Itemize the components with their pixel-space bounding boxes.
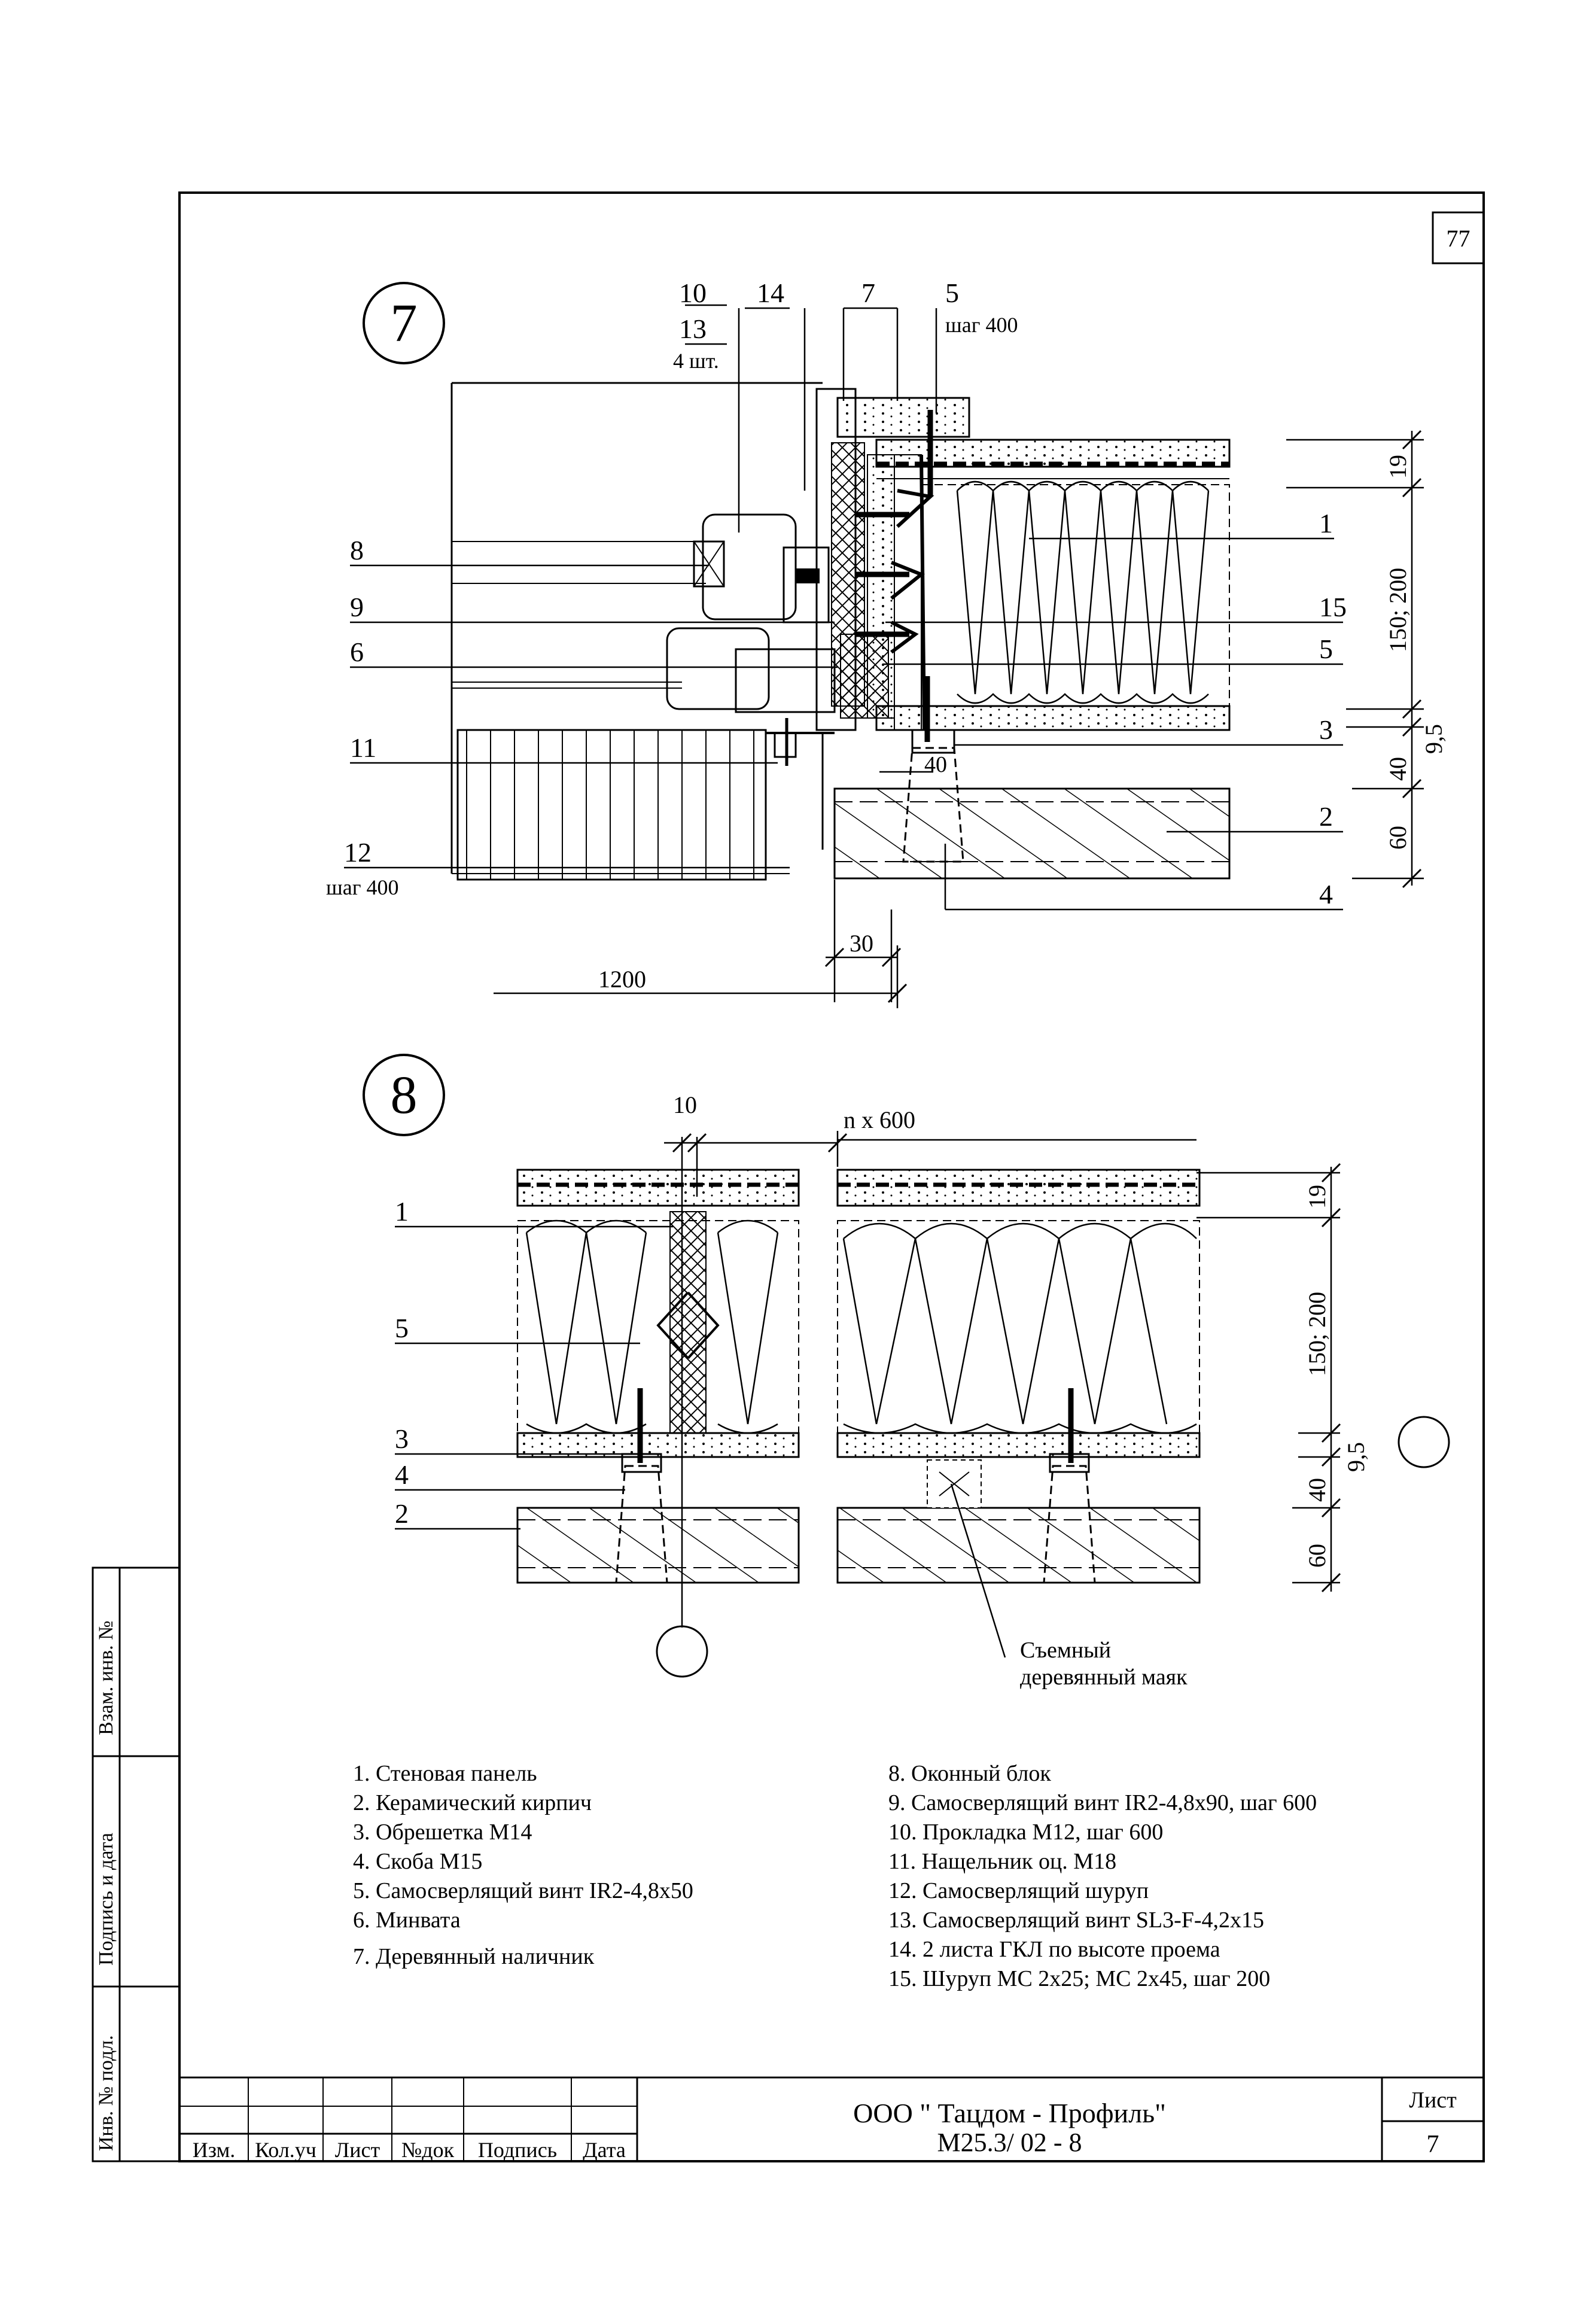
detail-8-number: 8 — [391, 1066, 418, 1125]
legend-left: 1. Стеновая панель 2. Керамический кирпи… — [353, 1759, 693, 1972]
callout-8-4: 4 — [395, 1459, 409, 1490]
beacon-label-line2: деревянный маяк — [1020, 1665, 1188, 1690]
dim-8-150-200: 150; 200 — [1304, 1292, 1331, 1376]
sheet-label: Лист — [1409, 2088, 1457, 2113]
legend-item: 9. Самосверлящий винт IR2-4,8х90, шаг 60… — [888, 1790, 1317, 1815]
dim-7-60: 60 — [1384, 826, 1411, 850]
callout-2: 2 — [1319, 801, 1333, 832]
stamp-vzam-inv: Взам. инв. № — [95, 1620, 117, 1735]
detail-8 — [363, 1054, 1450, 1678]
legend-item: 15. Шуруп МС 2х25; МС 2х45, шаг 200 — [888, 1966, 1271, 1991]
sheet-number: 7 — [1426, 2131, 1439, 2158]
callout-9: 9 — [350, 592, 364, 622]
detail-7-brick — [833, 787, 1231, 880]
detail-8-panel-right — [836, 1169, 1201, 1584]
callout-14: 14 — [757, 278, 784, 308]
detail-8-panel-left — [516, 1169, 800, 1584]
detail-8-axis-marker-bottom — [656, 1625, 708, 1678]
corner-sheet-number: 77 — [1446, 225, 1470, 252]
company-name: ООО " Тацдом - Профиль" — [853, 2098, 1166, 2128]
callout-8-3: 3 — [395, 1423, 409, 1454]
tb-header-data: Дата — [583, 2138, 626, 2162]
callout-12: 12 — [344, 837, 372, 868]
callout-8-5: 5 — [395, 1313, 409, 1343]
tb-header-ndok: №док — [401, 2138, 455, 2162]
legend-item: 10. Прокладка М12, шаг 600 — [888, 1820, 1164, 1845]
callout-5-step: шаг 400 — [945, 313, 1018, 337]
callout-8: 8 — [350, 535, 364, 565]
callout-5-right: 5 — [1319, 634, 1333, 664]
detail-7-flashing — [456, 729, 767, 881]
callout-10: 10 — [679, 278, 707, 308]
detail-8-labels: 8 10 n x 600 1 5 3 4 2 19 150; 200 9,5 4… — [391, 1066, 1370, 1690]
callout-15: 15 — [1319, 592, 1347, 622]
legend-item: 11. Нащельник оц. М18 — [888, 1849, 1117, 1874]
dim-7-1200: 1200 — [598, 966, 646, 993]
callout-8-2: 2 — [395, 1498, 409, 1529]
callout-13-qty: 4 шт. — [673, 349, 719, 373]
callout-1: 1 — [1319, 508, 1333, 539]
legend-item: 12. Самосверлящий шуруп — [888, 1878, 1149, 1903]
side-stamp-labels: Инв. № подл. Подпись и дата Взам. инв. № — [95, 1620, 117, 2151]
detail-7-leaders — [344, 304, 1343, 911]
legend-item: 13. Самосверлящий винт SL3-F-4,2х15 — [888, 1908, 1265, 1933]
detail-7-labels: 7 10 13 4 шт. 14 7 5 шаг 400 8 9 6 11 12… — [326, 278, 1447, 993]
dim-8-60: 60 — [1304, 1544, 1331, 1568]
detail-8-axis-marker-right — [1398, 1416, 1450, 1468]
tb-header-kol-uch: Кол.уч — [255, 2138, 316, 2162]
dim-8-n-x-600: n x 600 — [844, 1106, 915, 1133]
document-code: М25.3/ 02 - 8 — [937, 2128, 1082, 2157]
dim-8-40: 40 — [1304, 1478, 1331, 1502]
legend-item: 5. Самосверлящий винт IR2-4,8х50 — [353, 1878, 693, 1903]
tb-header-list: Лист — [334, 2138, 380, 2162]
detail-7-jamb — [815, 388, 970, 731]
stamp-inv-podl: Инв. № подл. — [95, 2035, 117, 2151]
callout-3: 3 — [1319, 714, 1333, 745]
detail-8-marker — [363, 1054, 445, 1136]
dim-8-19: 19 — [1304, 1185, 1331, 1209]
legend-item: 3. Обрешетка М14 — [353, 1820, 532, 1845]
dim-7-19: 19 — [1384, 455, 1411, 479]
callout-5-top: 5 — [945, 278, 959, 308]
dim-8-9-5: 9,5 — [1342, 1442, 1369, 1472]
sheet-frame — [92, 191, 1485, 2162]
detail-7-dimensions — [494, 431, 1424, 1008]
legend-item: 6. Минвата — [353, 1908, 461, 1933]
tb-header-izm: Изм. — [192, 2138, 236, 2162]
legend-right: 8. Оконный блок 9. Самосверлящий винт IR… — [888, 1759, 1317, 1994]
beacon-label-line1: Съемный — [1020, 1638, 1111, 1663]
dim-7-40-bottom: 40 — [924, 752, 947, 777]
detail-7-screws — [855, 410, 933, 742]
detail-8-leaders — [395, 1131, 1340, 1658]
callout-7: 7 — [861, 278, 875, 308]
dim-7-30: 30 — [850, 930, 873, 957]
callout-11: 11 — [350, 732, 376, 763]
detail-7-window-block — [450, 382, 836, 874]
callout-13: 13 — [679, 314, 707, 344]
dim-8-10: 10 — [673, 1091, 697, 1118]
callout-8-1: 1 — [395, 1196, 409, 1227]
legend-item: 8. Оконный блок — [888, 1761, 1051, 1786]
legend-item: 2. Керамический кирпич — [353, 1790, 592, 1815]
callout-4: 4 — [1319, 879, 1333, 909]
legend-item: 1. Стеновая панель — [353, 1761, 537, 1786]
legend-item: 4. Скоба М15 — [353, 1849, 483, 1874]
legend-item: 7. Деревянный наличник — [353, 1944, 595, 1969]
callout-12-step: шаг 400 — [326, 875, 398, 899]
detail-7 — [344, 282, 1424, 1008]
dim-7-40: 40 — [1384, 757, 1411, 781]
detail-7-bracket — [902, 747, 964, 863]
callout-6: 6 — [350, 637, 364, 667]
tb-header-podpis: Подпись — [477, 2138, 558, 2162]
stamp-podpis-data: Подпись и дата — [95, 1833, 117, 1966]
legend-item: 14. 2 листа ГКЛ по высоте проема — [888, 1937, 1220, 1962]
dim-7-9-5: 9,5 — [1420, 724, 1447, 754]
detail-7-number: 7 — [391, 294, 418, 353]
detail-7-marker — [363, 282, 445, 364]
dim-7-150-200: 150; 200 — [1384, 568, 1411, 652]
